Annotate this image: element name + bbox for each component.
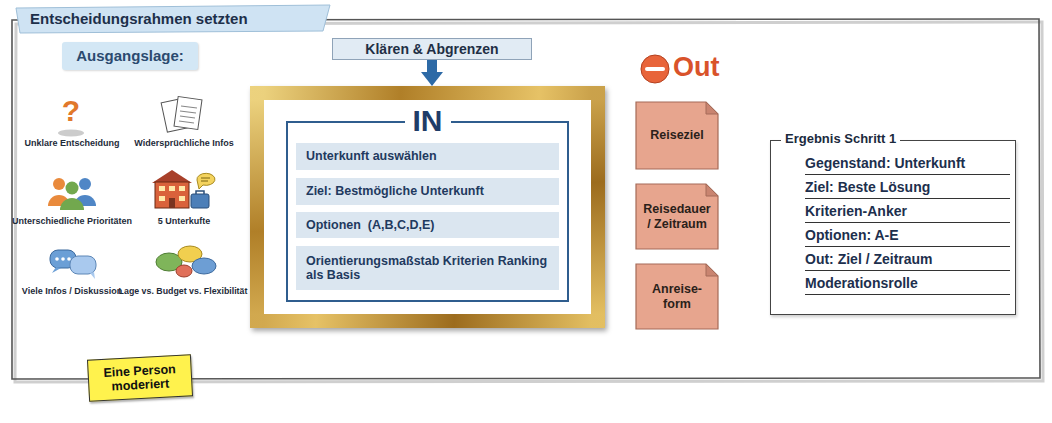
note-shape xyxy=(636,184,718,249)
out-heading: Out xyxy=(673,52,753,83)
speech-icon xyxy=(55,257,59,261)
checklist-item: Ziel: Beste Lösung xyxy=(805,177,1010,199)
documents-icon xyxy=(179,106,197,123)
box-label: Orientierungsmaßstab Kriterien Ranking a… xyxy=(306,254,551,283)
outer-frame xyxy=(12,19,1043,382)
checklist-item: Gegenstand: Unterkunft xyxy=(805,153,1010,175)
hotel-icon xyxy=(159,186,165,191)
picture-frame: IN Unterkunft auswählenZiel: Bestmögliche… xyxy=(250,86,605,328)
documents-icon xyxy=(174,96,202,129)
speech-icon xyxy=(61,257,65,261)
box-label: Unterkunft auswählen xyxy=(306,149,437,163)
box-label: Ziel: Bestmögliche Unterkunft xyxy=(306,184,484,198)
note-shape xyxy=(706,264,718,276)
box-label: Optionen (A,B,C,D,E) xyxy=(306,218,434,232)
note-shape xyxy=(636,264,718,329)
icon-caption: Widersprüchliche Infos xyxy=(124,138,244,148)
icon-caption: Lage vs. Budget vs. Flexibilität xyxy=(118,286,248,296)
question-mark: ? xyxy=(56,94,86,129)
people-icon xyxy=(79,178,91,190)
scope-row: Orientierungsmaßstab Kriterien Ranking a… xyxy=(296,246,559,290)
hotel-icon xyxy=(197,173,215,189)
people-icon xyxy=(60,198,84,210)
out-minus-icon xyxy=(647,67,663,71)
scope-row: Ziel: Bestmögliche Unterkunft xyxy=(296,178,559,205)
step-box: Klären & Abgrenzen xyxy=(332,38,532,60)
speech-icon xyxy=(70,256,96,274)
hotel-icon xyxy=(152,170,215,208)
box-label: Reiseziel xyxy=(650,128,704,142)
out-note: Reisedauer / Zeitraum xyxy=(635,183,719,250)
box-label: Gegenstand: Unterkunft xyxy=(805,155,965,171)
hotel-icon xyxy=(159,196,165,201)
speech-icon xyxy=(67,257,71,261)
discussion-icon xyxy=(192,258,216,274)
icon-caption: Viele Infos / Diskussion xyxy=(14,286,130,296)
speech-icon xyxy=(52,267,61,273)
box-label: Moderationsrolle xyxy=(805,275,918,291)
title-banner xyxy=(16,5,330,33)
people-icon xyxy=(53,178,65,190)
people-icon xyxy=(66,182,79,195)
icon-caption: Unklare Entscheidung xyxy=(16,138,128,148)
outer-frame xyxy=(15,22,1043,382)
box-label: Ziel: Beste Lösung xyxy=(805,179,930,195)
result-box: Ergebnis Schritt 1Gegenstand: Unterkunft… xyxy=(770,140,1016,315)
box-label: Ausgangslage: xyxy=(76,47,184,64)
out-note: Reiseziel xyxy=(635,101,719,170)
checklist-item: Kriterien-Anker xyxy=(805,201,1010,223)
note-shape xyxy=(706,102,718,114)
box-label: Out: Ziel / Zeitraum xyxy=(805,251,933,267)
diagram-title: Entscheidungsrahmen setzten xyxy=(30,10,248,27)
note-shape xyxy=(636,102,718,169)
checklist-item: Moderationsrolle xyxy=(805,273,1010,295)
box-heading: IN xyxy=(405,106,451,136)
discussion-icon xyxy=(156,246,216,277)
box-label: Optionen: A-E xyxy=(805,227,899,243)
checklist-item: Out: Ziel / Zeitraum xyxy=(805,249,1010,271)
out-minus-icon xyxy=(641,55,669,83)
box-label: Klären & Abgrenzen xyxy=(365,41,498,57)
out-note: Anreise- form xyxy=(635,263,719,330)
hotel-icon xyxy=(155,182,189,208)
box-label: Reisedauer / Zeitraum xyxy=(641,202,713,231)
outer-frame xyxy=(12,19,1040,379)
icon-caption: Unterschiedliche Prioritäten xyxy=(12,216,132,226)
box-label: Eine Person moderiert xyxy=(94,361,185,394)
discussion-icon xyxy=(176,265,192,277)
out-minus-icon xyxy=(641,55,669,83)
icon-caption: 5 Unterkufte xyxy=(124,216,244,226)
box-heading: Ergebnis Schritt 1 xyxy=(781,131,900,147)
question-icon xyxy=(58,130,84,137)
flow-arrow xyxy=(427,60,437,72)
documents-icon xyxy=(161,96,202,132)
scope-row: Unterkunft auswählen xyxy=(296,143,559,170)
question-icon xyxy=(58,130,84,137)
hotel-icon xyxy=(179,186,185,191)
checklist-item: Optionen: A-E xyxy=(805,225,1010,247)
people-icon xyxy=(48,178,96,210)
hotel-icon xyxy=(201,178,210,181)
hotel-icon xyxy=(191,194,209,208)
box-label: Kriterien-Anker xyxy=(805,203,907,219)
heading-box: Ausgangslage: xyxy=(62,42,198,70)
hotel-icon xyxy=(169,186,175,191)
speech-icon xyxy=(50,250,96,279)
hotel-icon xyxy=(169,198,175,208)
speech-icon xyxy=(90,272,95,279)
scope-row: Optionen (A,B,C,D,E) xyxy=(296,212,559,238)
box-label: Anreise- form xyxy=(641,282,713,311)
hotel-icon xyxy=(179,196,185,201)
sticky-note: Eine Person moderiert xyxy=(87,354,193,401)
note-shape xyxy=(706,184,718,196)
hotel-icon xyxy=(196,191,204,194)
hotel-icon xyxy=(152,170,192,183)
